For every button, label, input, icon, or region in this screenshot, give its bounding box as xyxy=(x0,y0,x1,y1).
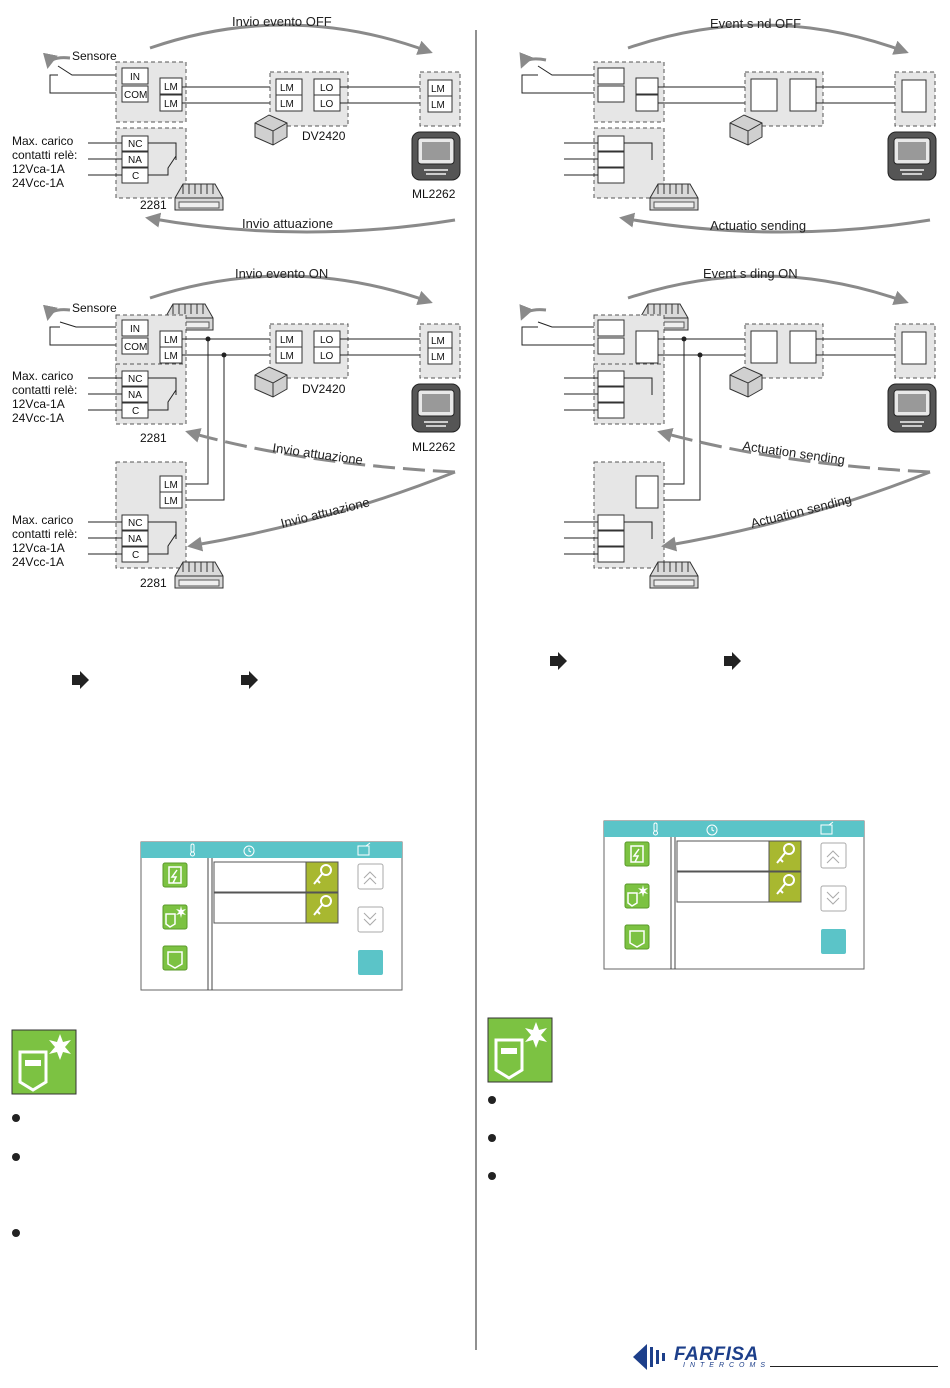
svg-text:IN: IN xyxy=(130,324,140,335)
svg-text:C: C xyxy=(132,550,139,561)
svg-text:LM: LM xyxy=(164,480,178,491)
actuation-label-en: Actuatio sending xyxy=(710,218,806,233)
svg-text:2281: 2281 xyxy=(140,431,167,445)
large-door-star-icon-left xyxy=(11,1029,77,1095)
right-off-diagram: Event s nd OFF Actuatio sending xyxy=(519,16,937,234)
svg-text:24Vcc-1A: 24Vcc-1A xyxy=(12,555,64,569)
blank-tile xyxy=(358,950,383,975)
svg-text:LM: LM xyxy=(431,84,445,95)
thermometer-icon xyxy=(190,843,195,857)
svg-text:LM: LM xyxy=(431,352,445,363)
footer-line xyxy=(770,1366,938,1367)
chevron-up-icon xyxy=(357,863,384,890)
svg-text:C: C xyxy=(132,406,139,417)
svg-text:12Vca-1A: 12Vca-1A xyxy=(12,397,65,411)
ml2262-monitor-icon xyxy=(411,131,461,181)
bullet-icon xyxy=(488,1134,496,1142)
farfisa-logo: FARFISA xyxy=(674,1344,759,1365)
svg-text:LM: LM xyxy=(431,100,445,111)
bullet-icon xyxy=(488,1096,496,1104)
svg-text:NC: NC xyxy=(128,518,142,529)
svg-text:IN: IN xyxy=(130,72,140,83)
svg-text:LM: LM xyxy=(280,351,294,362)
bullet-icon xyxy=(12,1229,20,1237)
svg-text:LO: LO xyxy=(320,335,334,346)
sensor-label: Sensore xyxy=(72,49,117,63)
event-off-arrow xyxy=(149,23,433,55)
svg-text:LO: LO xyxy=(320,83,334,94)
event-off-label: Invio evento OFF xyxy=(232,14,332,29)
svg-text:contatti relè:: contatti relè: xyxy=(12,527,77,541)
event-on-label: Invio evento ON xyxy=(235,266,328,281)
svg-text:2281: 2281 xyxy=(140,576,167,590)
chevron-down-icon xyxy=(357,906,384,933)
svg-text:NC: NC xyxy=(128,374,142,385)
svg-text:24Vcc-1A: 24Vcc-1A xyxy=(12,411,64,425)
right-arrow-icon xyxy=(241,671,258,689)
large-door-star-icon-right xyxy=(487,1017,553,1083)
actuation-bottom-label-en: Actuation sending xyxy=(749,491,853,531)
svg-text:Max. carico: Max. carico xyxy=(12,513,74,527)
bullet-icon xyxy=(12,1153,20,1161)
svg-text:NA: NA xyxy=(128,534,142,545)
farfisa-logo-sub: INTERCOMS xyxy=(683,1362,770,1369)
svg-text:12Vca-1A: 12Vca-1A xyxy=(12,541,65,555)
relay-module-icon xyxy=(174,183,224,211)
right-arrow-icons xyxy=(72,652,741,689)
svg-text:contatti relè:: contatti relè: xyxy=(12,383,77,397)
svg-text:LM: LM xyxy=(164,351,178,362)
right-arrow-icon xyxy=(72,671,89,689)
bullet-icons xyxy=(12,1096,496,1237)
svg-text:NC: NC xyxy=(128,139,142,150)
svg-text:COM: COM xyxy=(124,90,147,101)
right-arrow-icon xyxy=(550,652,567,670)
svg-text:LM: LM xyxy=(280,335,294,346)
left-off-diagram: Invio evento OFF Sensore IN COM LM LM LM… xyxy=(12,14,461,234)
svg-text:NA: NA xyxy=(128,155,142,166)
actuation-bottom-label: Invio attuazione xyxy=(279,494,371,531)
svg-text:Max. carico: Max. carico xyxy=(12,134,74,148)
monitor-icon xyxy=(357,842,371,856)
ml2262-label: ML2262 xyxy=(412,187,456,201)
right-arrow-icon xyxy=(724,652,741,670)
svg-text:DV2420: DV2420 xyxy=(302,382,346,396)
svg-text:contatti relè:: contatti relè: xyxy=(12,148,77,162)
actuation-mid-label-en: Actuation sending xyxy=(742,438,846,467)
svg-text:Max. carico: Max. carico xyxy=(12,369,74,383)
svg-text:LM: LM xyxy=(164,335,178,346)
screen-mockup-right xyxy=(603,820,865,970)
sensor-switch xyxy=(49,65,120,94)
door-icon xyxy=(162,945,188,971)
farfisa-logo-mark xyxy=(633,1344,665,1370)
event-off-label-en: Event s nd OFF xyxy=(710,16,801,31)
svg-text:LM: LM xyxy=(164,99,178,110)
actuation-arrow xyxy=(145,212,456,234)
svg-text:LM: LM xyxy=(280,99,294,110)
svg-text:LM: LM xyxy=(164,82,178,93)
bullet-icon xyxy=(12,1114,20,1122)
right-on-diagram: Event s ding ON Actuation sending Actuat… xyxy=(519,266,937,589)
svg-text:LO: LO xyxy=(320,99,334,110)
svg-text:NA: NA xyxy=(128,390,142,401)
bullet-icon xyxy=(488,1172,496,1180)
svg-text:LO: LO xyxy=(320,351,334,362)
dv2420-label: DV2420 xyxy=(302,129,346,143)
svg-text:24Vcc-1A: 24Vcc-1A xyxy=(12,176,64,190)
svg-text:LM: LM xyxy=(280,83,294,94)
svg-text:COM: COM xyxy=(124,342,147,353)
2281-label: 2281 xyxy=(140,198,167,212)
actuation-label: Invio attuazione xyxy=(242,216,333,231)
left-on-diagram: Invio evento ON Sensore IN COM LM LM LM … xyxy=(12,266,461,590)
screen-mockup-left xyxy=(140,841,403,991)
svg-text:C: C xyxy=(132,171,139,182)
svg-text:LM: LM xyxy=(164,496,178,507)
sensor-label: Sensore xyxy=(72,301,117,315)
svg-text:ML2262: ML2262 xyxy=(412,440,456,454)
actuation-mid-label: Invio attuazione xyxy=(272,440,364,468)
alarm-clock-icon xyxy=(243,845,255,857)
event-on-label-en: Event s ding ON xyxy=(703,266,798,281)
svg-text:12Vca-1A: 12Vca-1A xyxy=(12,162,65,176)
svg-text:LM: LM xyxy=(431,336,445,347)
